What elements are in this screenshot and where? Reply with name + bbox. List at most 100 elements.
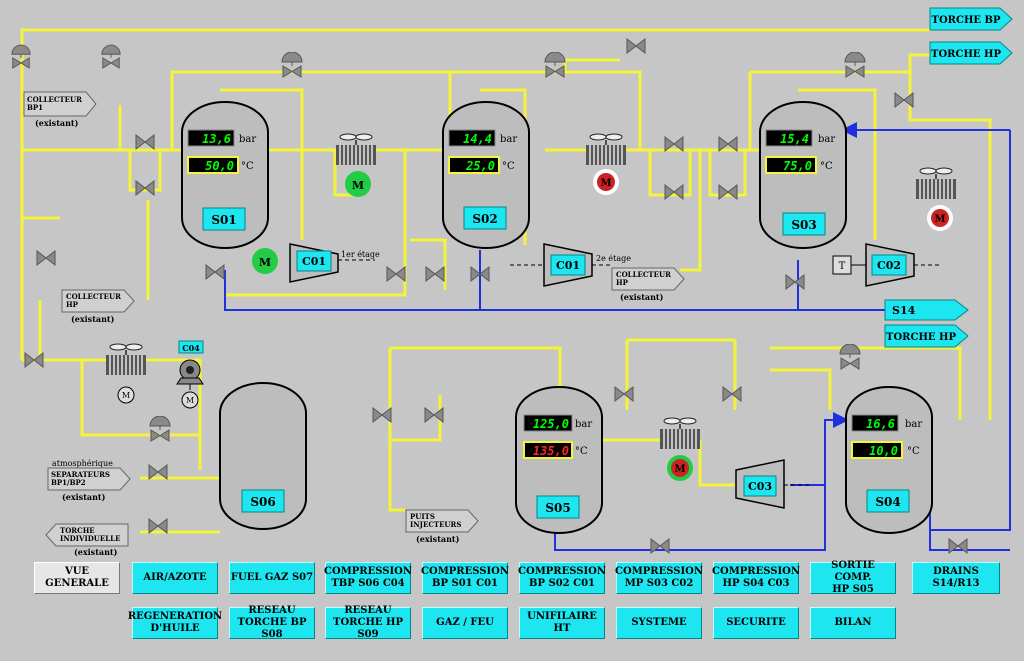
vessel-tag[interactable] bbox=[463, 206, 507, 230]
motor-grey-cooler[interactable]: M bbox=[117, 386, 135, 404]
valve-icon[interactable] bbox=[24, 352, 44, 368]
vessel-name: S04 bbox=[875, 495, 900, 509]
valve-icon[interactable] bbox=[722, 386, 742, 402]
air-cooler-icon[interactable] bbox=[335, 133, 377, 166]
motor-green-cooler[interactable]: M bbox=[345, 171, 371, 197]
valve-icon[interactable] bbox=[205, 264, 225, 280]
inlet-note: (existant) bbox=[416, 534, 460, 544]
outlet-torche-hp-mid[interactable]: TORCHE HP bbox=[884, 324, 969, 348]
valve-icon[interactable] bbox=[135, 134, 155, 150]
vessel-tag[interactable] bbox=[241, 489, 285, 513]
vessel-tag[interactable] bbox=[782, 212, 826, 236]
air-cooler-icon[interactable] bbox=[659, 417, 701, 450]
compressor-c01-stage2[interactable]: C01 2e étage bbox=[510, 243, 631, 287]
valve-icon[interactable] bbox=[372, 407, 392, 423]
pressure-value: 16,6 bbox=[866, 417, 895, 431]
nav-row1-button-2[interactable]: AIR/AZOTE bbox=[132, 562, 218, 594]
nav-row2-button-1[interactable]: REGENERATION D'HUILE bbox=[128, 607, 222, 639]
air-cooler-icon[interactable] bbox=[915, 167, 957, 200]
motor-green-c01[interactable]: M bbox=[252, 248, 278, 274]
temperature-value: 50,0 bbox=[205, 159, 234, 173]
valve-icon[interactable] bbox=[386, 266, 406, 282]
nav-row1-button-6[interactable]: COMPRESSION BP S02 C01 bbox=[518, 562, 606, 594]
vessel-name: S01 bbox=[211, 213, 236, 227]
nav-row2-button-6[interactable]: SYSTEME bbox=[616, 607, 702, 639]
motor-label: M bbox=[674, 464, 685, 475]
valve-icon[interactable] bbox=[718, 184, 738, 200]
nav-row2-button-4[interactable]: GAZ / FEU bbox=[422, 607, 508, 639]
nav-row1-button-10[interactable]: DRAINS S14/R13 bbox=[912, 562, 1000, 594]
inlet-note: (existant) bbox=[71, 314, 115, 324]
vessel-tag[interactable] bbox=[202, 207, 246, 231]
pressure-value: 125,0 bbox=[533, 417, 569, 431]
temperature-unit: °C bbox=[907, 446, 920, 457]
motor-red-s03[interactable]: M bbox=[927, 205, 953, 231]
nav-row1-button-4[interactable]: COMPRESSION TBP S06 C04 bbox=[324, 562, 412, 594]
motor-red-s05[interactable]: M bbox=[667, 455, 693, 481]
control-valve-icon[interactable] bbox=[101, 44, 121, 69]
vessel-name: S05 bbox=[545, 501, 570, 515]
valve-icon[interactable] bbox=[425, 266, 445, 282]
compressor-c01-stage1[interactable]: C01 1er étage bbox=[289, 243, 380, 283]
pressure-value: 15,4 bbox=[780, 132, 809, 146]
motor-label: M bbox=[934, 214, 945, 225]
temperature-transmitter[interactable] bbox=[832, 255, 852, 275]
air-cooler-icon[interactable] bbox=[105, 343, 147, 376]
valve-icon[interactable] bbox=[626, 38, 646, 54]
inlet-note: (existant) bbox=[74, 547, 118, 557]
valve-icon[interactable] bbox=[36, 250, 56, 266]
control-valve-icon[interactable] bbox=[149, 416, 171, 442]
motor-red-s02[interactable]: M bbox=[593, 169, 619, 195]
motor-label: M bbox=[186, 396, 194, 405]
valve-icon[interactable] bbox=[135, 180, 155, 196]
valve-icon[interactable] bbox=[894, 92, 914, 108]
nav-row1-button-8[interactable]: COMPRESSION HP S04 C03 bbox=[712, 562, 800, 594]
vessel-tag[interactable] bbox=[866, 489, 910, 513]
nav-row1-button-7[interactable]: COMPRESSION MP S03 C02 bbox=[615, 562, 703, 594]
vessel-s06: S06 bbox=[219, 382, 307, 530]
nav-row2-button-5[interactable]: UNIFILAIRE HT bbox=[519, 607, 605, 639]
nav-row2-button-8[interactable]: BILAN bbox=[810, 607, 896, 639]
compressor-c03[interactable]: C03 bbox=[735, 459, 810, 509]
pump-c04[interactable]: C04 bbox=[176, 340, 204, 390]
valve-icon[interactable] bbox=[785, 274, 805, 290]
outlet-torche-bp[interactable]: TORCHE BP bbox=[929, 7, 1013, 31]
motor-grey-pump[interactable]: M bbox=[181, 391, 199, 409]
vessel-s04: 16,6 bar 10,0 °C S04 bbox=[845, 386, 933, 534]
motor-label: M bbox=[259, 256, 271, 269]
valve-icon[interactable] bbox=[664, 184, 684, 200]
control-valve-icon[interactable] bbox=[839, 344, 861, 370]
temperature-value: 135,0 bbox=[533, 444, 569, 458]
temperature-value: 75,0 bbox=[783, 159, 812, 173]
compressor-tag: C02 bbox=[877, 259, 901, 272]
valve-icon[interactable] bbox=[614, 386, 634, 402]
nav-row1-button-3[interactable]: FUEL GAZ S07 bbox=[229, 562, 315, 594]
nav-row1-button-5[interactable]: COMPRESSION BP S01 C01 bbox=[421, 562, 509, 594]
pressure-value: 13,6 bbox=[202, 132, 231, 146]
nav-row2-button-7[interactable]: SECURITE bbox=[713, 607, 799, 639]
outlet-torche-hp-top[interactable]: TORCHE HP bbox=[929, 41, 1013, 65]
nav-row1-button-1[interactable]: VUE GENERALE bbox=[34, 562, 120, 594]
vessel-s01: 13,6 bar 50,0 °C S01 bbox=[181, 101, 269, 249]
nav-row1-button-9[interactable]: SORTIE COMP. HP S05 bbox=[810, 560, 896, 595]
compressor-c02[interactable]: C02 T bbox=[832, 243, 940, 287]
valve-icon[interactable] bbox=[424, 407, 444, 423]
air-cooler-icon[interactable] bbox=[585, 133, 627, 166]
nav-row2-button-3[interactable]: RESEAU TORCHE HP S09 bbox=[325, 605, 411, 640]
pressure-value: 14,4 bbox=[463, 132, 492, 146]
outlet-s14[interactable]: S14 bbox=[884, 299, 969, 321]
nav-row2-button-2[interactable]: RESEAU TORCHE BP S08 bbox=[229, 605, 315, 640]
vessel-tag[interactable] bbox=[536, 495, 580, 519]
inlet-note: (existant) bbox=[620, 292, 664, 302]
